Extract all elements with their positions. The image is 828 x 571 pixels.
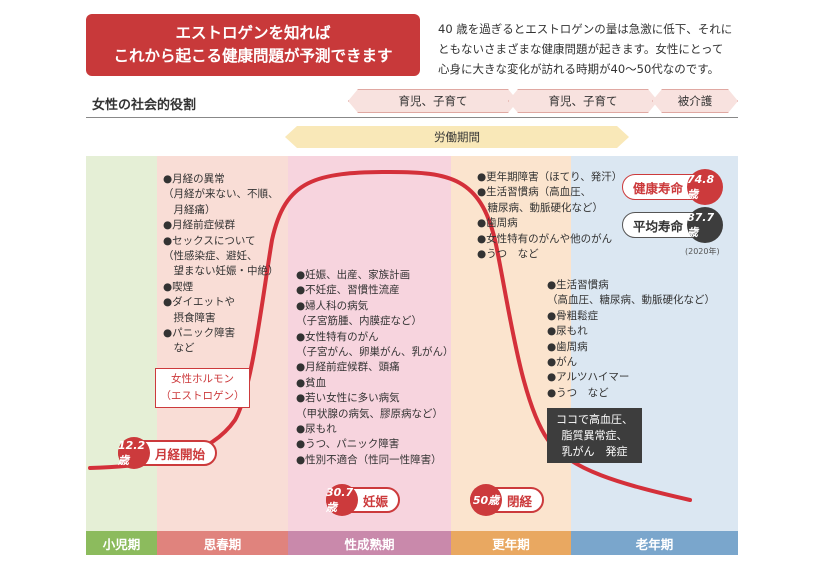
intro-line-1: 40 歳を過ぎるとエストロゲンの量は急激に低下、それに: [438, 22, 733, 36]
role-childcare-1: 育児、子育て: [348, 89, 518, 113]
intro-line-3: 心身に大きな変化が訪れる時期が40～50代なのです。: [438, 62, 720, 76]
menarche-label: 月経開始: [155, 446, 206, 462]
title-banner: エストロゲンを知れば これから起こる健康問題が予測できます: [86, 14, 420, 76]
average-life-label: 平均寿命: [633, 218, 684, 234]
menarche-age-badge: 12.2歳: [118, 437, 150, 469]
onset-line-2: 脂質異常症、: [561, 429, 628, 442]
onset-line-3: 乳がん 発症: [561, 445, 628, 458]
labor-period-arrow: 労働期間: [285, 126, 629, 148]
social-role-title: 女性の社会的役割: [92, 98, 197, 113]
notes-old-age: ●生活習慣病 （高血圧、糖尿病、動脈硬化など） ●骨粗鬆症 ●尿もれ ●歯周病 …: [547, 279, 715, 399]
healthy-life-value: 74.8歳: [687, 169, 723, 205]
band-puberty: [157, 156, 288, 531]
title-line-2: これから起こる健康問題が予測できます: [113, 47, 393, 65]
estrogen-label-line-2: （エストロゲン）: [160, 390, 245, 402]
estrogen-label: 女性ホルモン （エストロゲン）: [155, 368, 250, 408]
healthy-life-expectancy: 健康寿命 74.8歳: [622, 169, 723, 205]
stage-menopause: 更年期: [451, 531, 571, 555]
intro-text: 40 歳を過ぎるとエストロゲンの量は急激に低下、それに ともないさまざまな健康問…: [438, 19, 818, 79]
average-life-value: 87.7歳: [687, 207, 723, 243]
menopause-label: 閉経: [507, 493, 533, 509]
role-divider: [86, 117, 738, 118]
milestone-pregnancy: 30.7歳 妊娠: [326, 484, 401, 516]
role-care-receiving: 被介護: [652, 89, 738, 113]
pregnancy-age-badge: 30.7歳: [326, 484, 358, 516]
band-menopause: [451, 156, 571, 531]
healthy-life-label: 健康寿命: [633, 180, 684, 196]
band-mature: [288, 156, 451, 531]
milestone-menarche: 12.2歳 月経開始: [118, 437, 218, 469]
pregnancy-label: 妊娠: [363, 493, 389, 509]
stage-mature: 性成熟期: [288, 531, 451, 555]
menopause-age-badge: 50歳: [470, 484, 502, 516]
notes-puberty: ●月経の異常 （月経が来ない、不順、 月経痛） ●月経前症候群 ●セックスについ…: [163, 173, 279, 355]
notes-menopause: ●更年期障害（ほてり、発汗） ●生活習慣病（高血圧、 糖尿病、動脈硬化など） ●…: [477, 171, 623, 261]
title-line-1: エストロゲンを知れば: [175, 24, 331, 42]
notes-mature: ●妊娠、出産、家族計画 ●不妊症、習慣性流産 ●婦人科の病気 （子宮筋腫、内膜症…: [296, 269, 454, 466]
stage-puberty: 思春期: [157, 531, 288, 555]
milestone-menopause: 50歳 閉経: [470, 484, 545, 516]
estrogen-label-line-1: 女性ホルモン: [171, 373, 234, 385]
disease-onset-box: ココで高血圧、 脂質異常症、 乳がん 発症: [547, 408, 642, 463]
stage-childhood: 小児期: [86, 531, 157, 555]
life-year: (2020年): [685, 247, 720, 256]
onset-line-1: ココで高血圧、: [556, 413, 633, 426]
stage-old-age: 老年期: [571, 531, 738, 555]
intro-line-2: ともないさまざまな健康問題が起きます。女性にとって: [438, 42, 724, 56]
average-life-expectancy: 平均寿命 87.7歳: [622, 207, 723, 243]
